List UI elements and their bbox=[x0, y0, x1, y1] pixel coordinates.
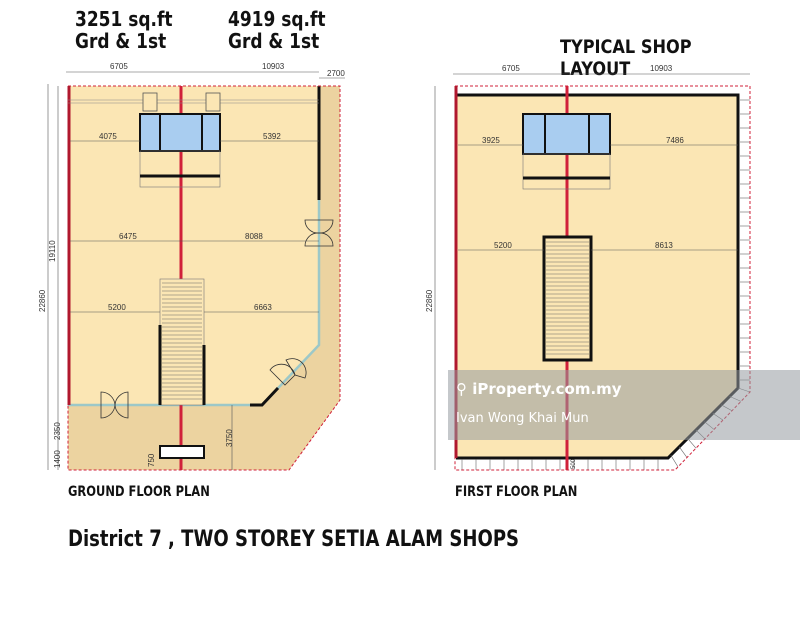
first-floor-label: FIRST FLOOR PLAN bbox=[455, 484, 578, 500]
ground-front-column bbox=[159, 445, 205, 459]
first-staircase bbox=[542, 235, 593, 362]
dim-ground-2350: 2350 bbox=[53, 422, 62, 440]
dim-ground-10903: 10903 bbox=[262, 62, 285, 71]
dim-ground-6663: 6663 bbox=[254, 303, 272, 312]
unit-right-area-text: 4919 sq.ft bbox=[228, 7, 326, 31]
ground-wall bbox=[250, 386, 280, 407]
first-dimension-lines bbox=[434, 73, 750, 470]
window-mullion bbox=[678, 446, 688, 458]
dim-ground-5392: 5392 bbox=[263, 132, 281, 141]
dim-first-22860: 22860 bbox=[425, 289, 434, 312]
ground-floor-area bbox=[68, 86, 319, 405]
layout-title: TYPICAL SHOP LAYOUT bbox=[560, 36, 692, 80]
dim-ground-5200: 5200 bbox=[108, 303, 126, 312]
dim-first-6705: 6705 bbox=[502, 64, 520, 73]
ground-floor-label: GROUND FLOOR PLAN bbox=[68, 484, 210, 500]
dim-ground-4075: 4075 bbox=[99, 132, 117, 141]
ground-boundary bbox=[67, 85, 341, 471]
watermark-brand: ⚲ iProperty.com.my bbox=[456, 380, 622, 398]
dim-first-7486: 7486 bbox=[666, 136, 684, 145]
dim-first-10903: 10903 bbox=[650, 64, 673, 73]
watermark-band bbox=[448, 370, 800, 440]
unit-left-area-text: 3251 sq.ft bbox=[75, 7, 173, 31]
dim-ground-750: 750 bbox=[147, 453, 156, 467]
dim-ground-6705: 6705 bbox=[110, 62, 128, 71]
first-toilets bbox=[522, 113, 611, 190]
dim-ground-1400: 1400 bbox=[53, 450, 62, 468]
unit-right-area: 4919 sq.ft Grd & 1st bbox=[228, 8, 326, 52]
dim-ground-19110: 19110 bbox=[48, 240, 57, 262]
window-mullion bbox=[670, 455, 679, 468]
dim-first-8613: 8613 bbox=[655, 241, 673, 250]
ground-staircase bbox=[158, 278, 206, 406]
dim-ground-8088: 8088 bbox=[245, 232, 263, 241]
ground-dimension-lines bbox=[47, 71, 345, 470]
unit-left-floors-text: Grd & 1st bbox=[75, 29, 167, 53]
first-floor-area bbox=[456, 95, 738, 458]
unit-left-area: 3251 sq.ft Grd & 1st bbox=[75, 8, 173, 52]
dim-ground-2700: 2700 bbox=[327, 69, 345, 78]
ground-floor-plan: 6705 10903 2700 19110 22860 2350 1400 37… bbox=[38, 62, 345, 471]
caption: District 7 , TWO STOREY SETIA ALAM SHOPS bbox=[68, 527, 520, 552]
dim-ground-6475: 6475 bbox=[119, 232, 137, 241]
dim-ground-22860: 22860 bbox=[38, 289, 47, 312]
unit-right-floors-text: Grd & 1st bbox=[228, 29, 320, 53]
location-pin-icon: ⚲ bbox=[456, 380, 467, 398]
dim-first-500: 500 bbox=[571, 458, 577, 469]
ground-doors bbox=[100, 219, 334, 419]
dim-first-3925: 3925 bbox=[482, 136, 500, 145]
dim-first-5200: 5200 bbox=[494, 241, 512, 250]
watermark-brand-text: iProperty.com.my bbox=[472, 380, 622, 398]
ground-toilets bbox=[139, 92, 221, 188]
window-mullion bbox=[687, 438, 697, 449]
watermark-agent: Ivan Wong Khai Mun bbox=[456, 411, 589, 426]
dim-ground-3750: 3750 bbox=[225, 429, 234, 447]
